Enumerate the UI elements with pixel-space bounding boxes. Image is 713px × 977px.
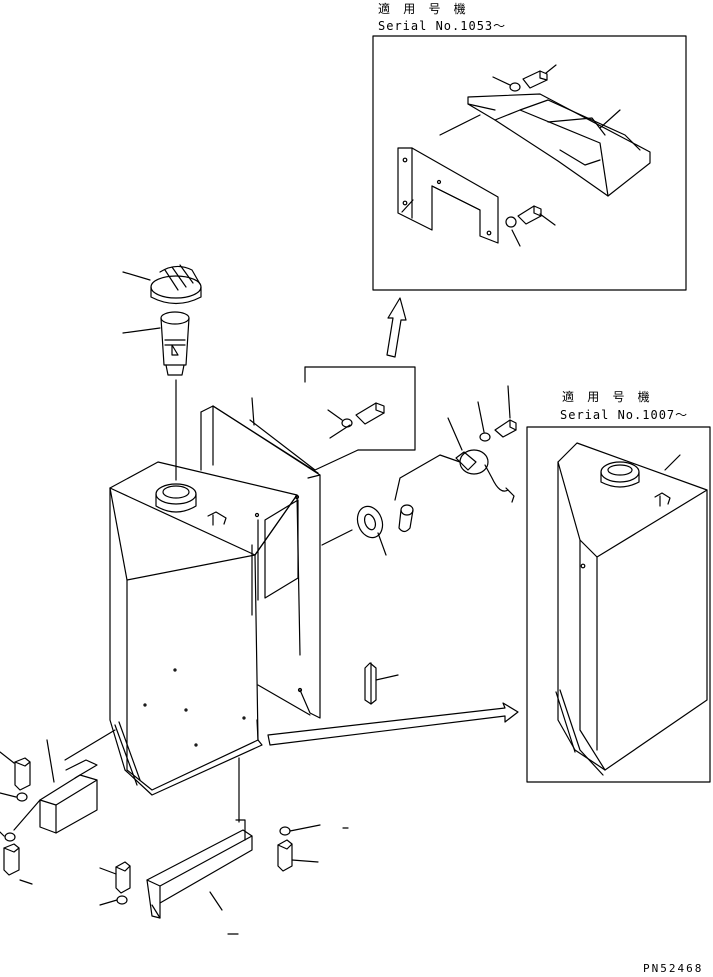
side-bracket-plate <box>201 398 352 718</box>
top-inset-leaders <box>402 65 620 246</box>
clip <box>365 663 398 704</box>
filler-strainer <box>123 312 189 480</box>
top-inset-cover-plate <box>398 94 650 243</box>
main-fuel-tank <box>110 462 300 795</box>
arrow-to-top-inset <box>387 298 406 357</box>
right-inset-tank <box>556 443 707 775</box>
center-detail-box <box>250 367 415 470</box>
right-inset-heading: 適 用 号 機 <box>562 390 653 404</box>
right-inset-frame <box>527 427 710 782</box>
left-bolts <box>0 752 32 884</box>
bottom-bracket <box>147 758 252 934</box>
drawing-code: PN52468 <box>643 962 704 975</box>
gasket <box>353 503 386 555</box>
top-inset-heading: 適 用 号 機 <box>378 2 469 16</box>
fuel-gauge-sender <box>395 386 516 532</box>
left-bracket <box>14 730 115 833</box>
bottom-bolts <box>100 825 348 905</box>
arrow-to-right-inset <box>268 703 518 745</box>
top-inset-frame <box>373 36 686 290</box>
top-inset-serial: Serial No.1053～ <box>378 19 507 33</box>
filler-cap <box>123 265 201 304</box>
right-inset-serial: Serial No.1007～ <box>560 408 689 422</box>
top-inset-bolts <box>506 71 547 227</box>
